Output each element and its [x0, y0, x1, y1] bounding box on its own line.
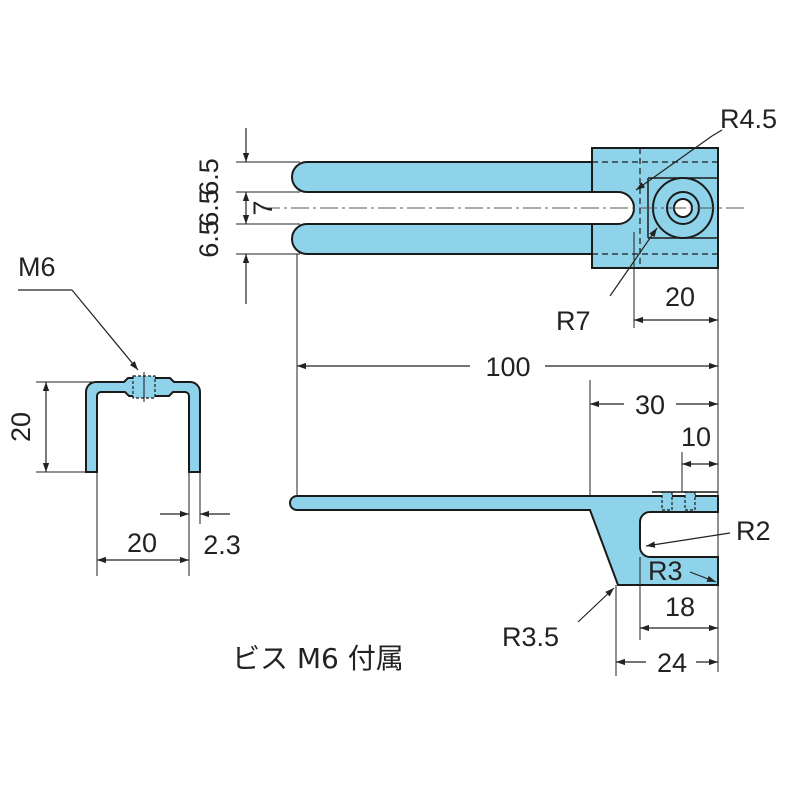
top-view-lower-tine [291, 223, 593, 255]
dim-tab-offset: 10 [681, 422, 711, 452]
side-view: 100 30 10 R2 R3 R3.5 18 24 [289, 254, 771, 678]
dim-slot-upper-gap: 6.5 [194, 189, 224, 227]
top-view-upper-tine [291, 161, 593, 193]
dim-radius-b: R7 [556, 306, 591, 336]
caption-screw-included: ビス M6 付属 [232, 642, 404, 675]
dim-inner-radius: R3 [648, 556, 683, 586]
dim-outer-radius: R3.5 [502, 622, 559, 652]
dim-slot-center-gap: 7 [248, 200, 278, 215]
dim-slot-bottom-width: 6.5 [194, 220, 224, 258]
side-view-bar [289, 495, 719, 586]
dim-radius-a: R4.5 [720, 104, 777, 134]
dim-section-height: 20 [6, 412, 36, 442]
dim-hook-outer: 24 [657, 648, 687, 678]
dim-tab-length: 30 [635, 390, 665, 420]
section-view: M6 20 20 2.3 [6, 252, 241, 576]
dim-hook-radius: R2 [736, 516, 771, 546]
top-view: 6.5 6.5 7 6.5 R4.5 R7 20 [194, 104, 777, 336]
dim-slot-top-width: 6.5 [194, 158, 224, 196]
dim-section-width: 20 [127, 528, 157, 558]
dim-section-thickness: 2.3 [203, 530, 241, 560]
dim-total-length: 100 [485, 352, 530, 382]
dim-thread: M6 [18, 252, 56, 282]
dim-hook-inner: 18 [665, 592, 695, 622]
dim-hole-block-width: 20 [665, 282, 695, 312]
